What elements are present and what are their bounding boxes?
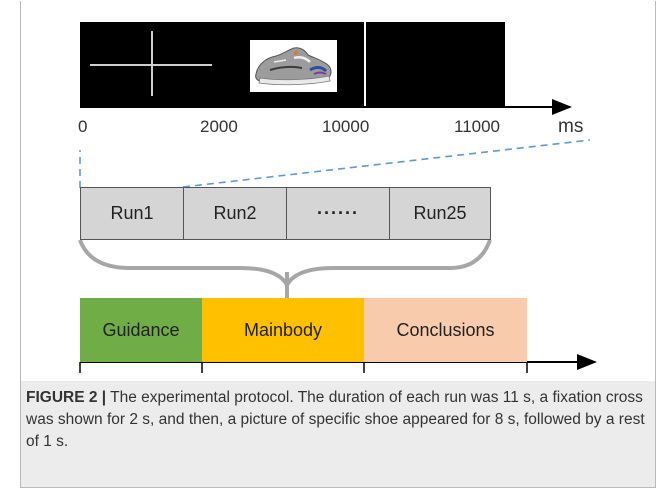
tick-label-0: 0 (78, 117, 88, 136)
phase-conclusions: Conclusions (364, 298, 527, 362)
tick-label-2000: 2000 (200, 117, 238, 136)
phase-label: Mainbody (243, 319, 323, 340)
figure-caption: FIGURE 2 | The experimental protocol. Th… (26, 387, 646, 453)
figure-frame (20, 1, 656, 488)
caption-text: The experimental protocol. The duration … (26, 389, 645, 450)
run-label: Run1 (110, 203, 154, 223)
phase-label: Conclusions (396, 319, 495, 340)
shoe-icon (250, 40, 337, 92)
run-box-2: Run2 (183, 187, 287, 240)
run-box-25: Run25 (389, 187, 491, 240)
unit-label: ms (558, 116, 584, 137)
fixation-cross-vertical (151, 31, 153, 96)
phase-label: Guidance (102, 319, 180, 340)
tick-label-10000: 10000 (322, 117, 370, 136)
run-box-ellipsis: ······ (286, 187, 390, 240)
phase-guidance: Guidance (80, 298, 202, 362)
rest-divider (364, 22, 366, 107)
run-box-1: Run1 (80, 187, 184, 240)
caption-band (21, 381, 655, 487)
run-label: ······ (317, 203, 359, 223)
run-label: Run25 (413, 203, 467, 223)
run-label: Run2 (213, 203, 257, 223)
tick-label-11000: 11000 (454, 117, 501, 136)
phase-mainbody: Mainbody (202, 298, 364, 362)
caption-label: FIGURE 2 | (26, 389, 107, 406)
zoom-dash-right (182, 139, 591, 188)
